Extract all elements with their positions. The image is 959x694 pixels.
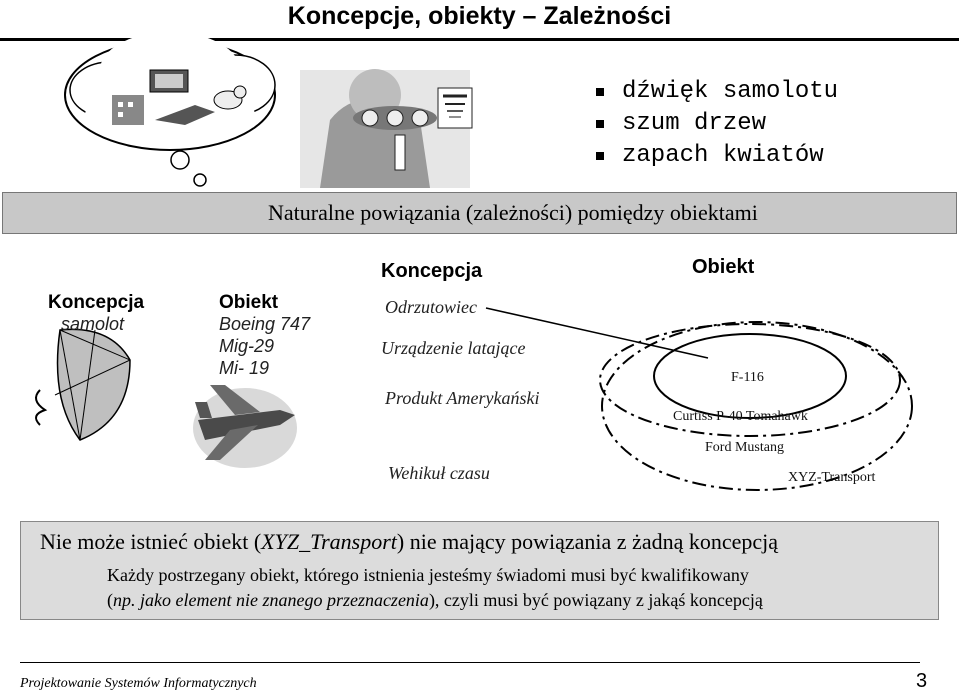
bullet-item: dźwięk samolotu bbox=[596, 76, 838, 108]
note-emphasis: np. jako element nie znanego przeznaczen… bbox=[113, 590, 429, 610]
note-text: ) nie mający powiązania z żadną koncepcj… bbox=[397, 529, 778, 554]
left-object-item: Boeing 747 bbox=[219, 314, 310, 335]
person-illustration bbox=[300, 69, 472, 188]
footer-divider bbox=[20, 662, 920, 663]
concept-item: Wehikuł czasu bbox=[388, 463, 490, 484]
note-line-1: Nie może istnieć obiekt (XYZ_Transport) … bbox=[40, 529, 778, 555]
bullet-item: zapach kwiatów bbox=[596, 140, 838, 172]
note-text: Nie może istnieć obiekt ( bbox=[40, 529, 261, 554]
concept-item: Odrzutowiec bbox=[385, 297, 477, 318]
note-emphasis: XYZ_Transport bbox=[261, 529, 397, 554]
bullet-item: szum drzew bbox=[596, 108, 838, 140]
page-number: 3 bbox=[916, 670, 927, 693]
object-item: F-116 bbox=[731, 370, 764, 386]
note-line-3: (np. jako element nie znanego przeznacze… bbox=[107, 590, 763, 611]
concept-item: Urządzenie latające bbox=[381, 338, 525, 359]
footer-text: Projektowanie Systemów Informatycznych bbox=[20, 676, 257, 692]
note-line-2: Każdy postrzegany obiekt, którego istnie… bbox=[107, 565, 749, 586]
left-object-item: Mi- 19 bbox=[219, 358, 269, 379]
object-item: XYZ-Transport bbox=[788, 470, 875, 486]
left-concept-header: Koncepcja bbox=[48, 292, 144, 314]
left-object-header: Obiekt bbox=[219, 292, 278, 314]
object-item: Curtiss P-40 Tomahawk bbox=[673, 409, 808, 425]
object-set-diagram bbox=[600, 322, 912, 490]
note-text: ), czyli musi być powiązany z jakąś konc… bbox=[429, 590, 763, 610]
objects-header: Obiekt bbox=[692, 256, 754, 279]
concepts-header: Koncepcja bbox=[381, 260, 482, 283]
banner-text: Naturalne powiązania (zależności) pomięd… bbox=[268, 200, 758, 226]
jet-illustration bbox=[193, 385, 297, 468]
bullet-list: dźwięk samolotu szum drzew zapach kwiató… bbox=[596, 76, 838, 172]
left-object-item: Mig-29 bbox=[219, 336, 274, 357]
kite-illustration bbox=[36, 329, 130, 440]
left-concept-value: samolot bbox=[61, 314, 124, 335]
object-item: Ford Mustang bbox=[705, 440, 784, 456]
concept-item: Produkt Amerykański bbox=[385, 388, 539, 409]
thought-cloud-illustration bbox=[65, 32, 275, 186]
